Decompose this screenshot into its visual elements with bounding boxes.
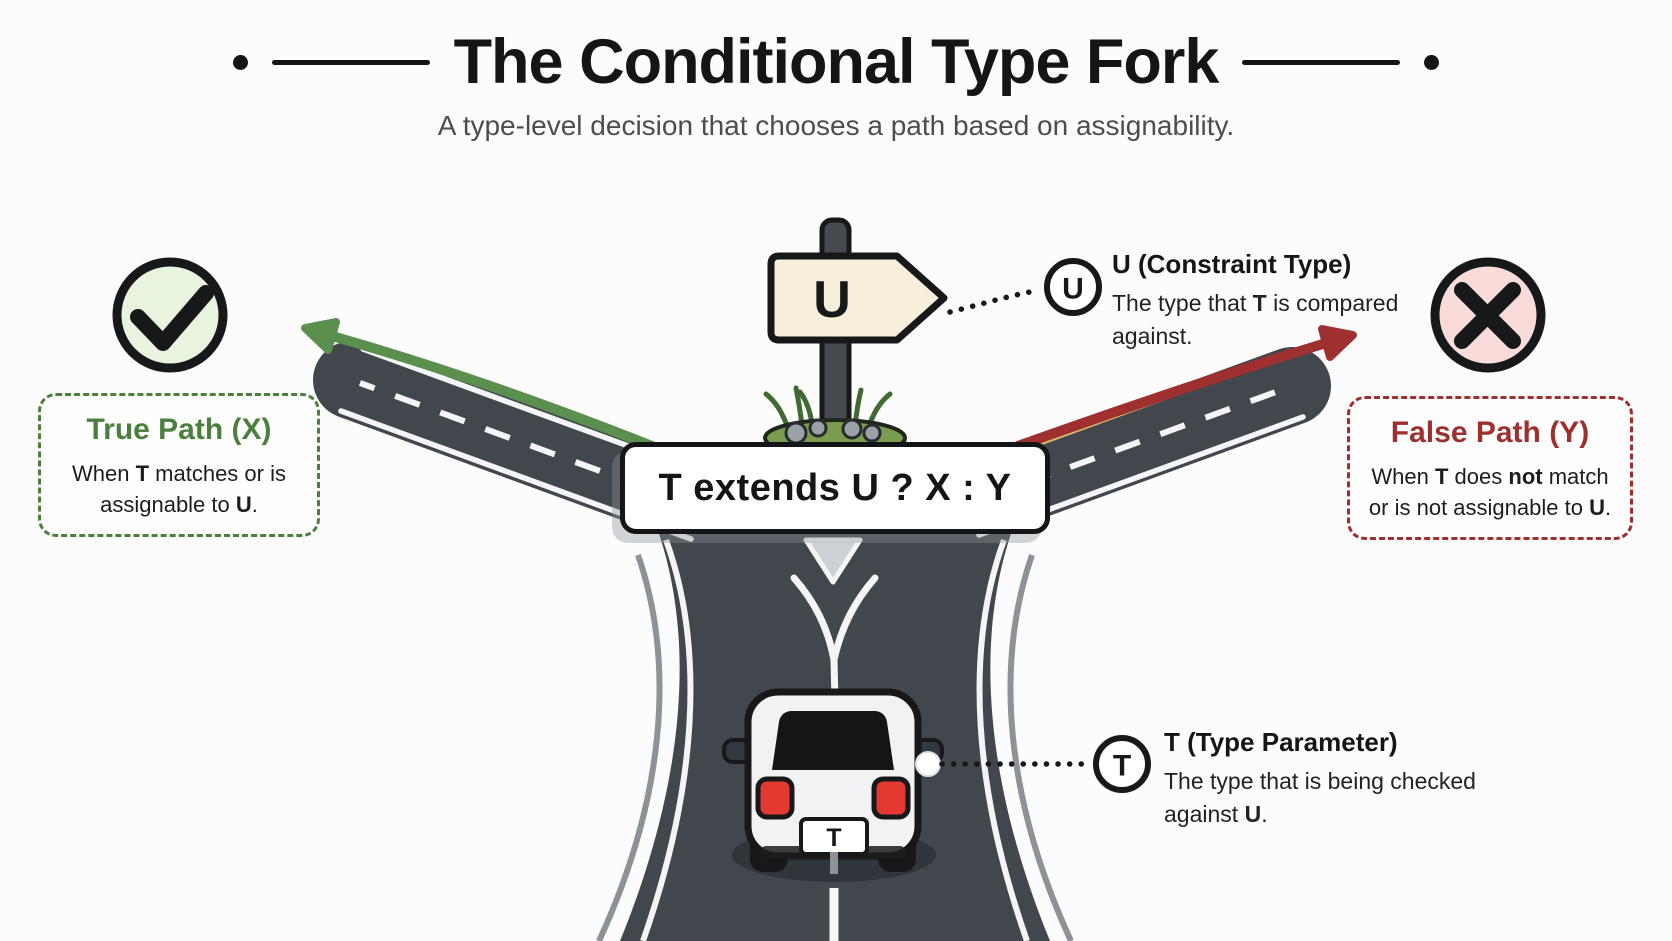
true-path-description: When T matches or is assignable to U.: [72, 461, 286, 518]
t-callout: T (Type Parameter) The type that is bein…: [1164, 727, 1509, 830]
check-mark: [130, 285, 214, 351]
signpost: U: [763, 217, 948, 458]
license-plate-label: T: [826, 824, 841, 852]
check-circle: [112, 257, 228, 373]
page-subtitle: A type-level decision that chooses a pat…: [437, 110, 1235, 141]
road-edge-white-left: [640, 538, 694, 941]
red-arrow-shaft: [1013, 338, 1331, 451]
u-marker-label: U: [1062, 273, 1084, 306]
car-taillight-left: [755, 776, 795, 820]
formula-box: T extends U ? X : Y: [620, 442, 1050, 534]
u-connector-dotted-line: [947, 287, 1043, 315]
false-path-panel: False Path (Y) When T does not match or …: [1347, 396, 1633, 541]
title-right-dot: [1424, 54, 1440, 70]
t-marker: T: [1093, 735, 1151, 793]
u-callout-heading: U (Constraint Type): [1112, 249, 1352, 279]
u-marker-circle: [1044, 258, 1102, 316]
road-edge-white-right: [976, 538, 1030, 941]
sign-plate: [767, 252, 948, 344]
check-icon: [112, 257, 228, 373]
true-path-panel: True Path (X) When T matches or is assig…: [38, 393, 320, 538]
t-marker-label: T: [1113, 750, 1131, 783]
green-arrow-shaft: [327, 331, 657, 451]
page-title: The Conditional Type Fork: [453, 27, 1220, 97]
u-marker: U: [1044, 258, 1102, 316]
title-row: The Conditional Type Fork: [232, 26, 1440, 98]
t-callout-heading: T (Type Parameter): [1164, 727, 1398, 757]
car-taillight-right: [871, 776, 911, 820]
t-marker-circle: [1093, 735, 1151, 793]
road-chevron-marking: [803, 537, 863, 585]
red-arrow-icon: [1013, 325, 1357, 451]
title-right-rule: [1242, 59, 1401, 65]
red-arrow-head: [1318, 325, 1357, 361]
center-line-right-branch: [830, 574, 879, 664]
green-arrow-head: [301, 318, 340, 354]
false-path-description: When T does not match or is not assignab…: [1368, 464, 1612, 521]
car: T: [722, 688, 944, 882]
connector-start-dot: [915, 751, 941, 777]
cross-mark: [1454, 282, 1521, 349]
road-edge-gray-right: [1007, 554, 1074, 941]
sign-label: U: [813, 271, 851, 329]
center-line-left-branch: [790, 574, 838, 664]
u-callout-body: The type that T is compared against.: [1112, 290, 1399, 349]
green-arrow-icon: [301, 318, 657, 451]
t-callout-body: The type that is being checked against U…: [1164, 768, 1476, 827]
road-edge-gray-left: [596, 554, 663, 941]
true-path-title: True Path (X): [86, 413, 272, 446]
cross-icon: [1430, 257, 1546, 373]
title-left-dot: [232, 54, 248, 70]
u-callout: U (Constraint Type) The type that T is c…: [1112, 249, 1434, 352]
header: The Conditional Type Fork A type-level d…: [0, 26, 1672, 142]
rocks: [784, 418, 882, 445]
title-left-rule: [271, 59, 430, 65]
false-path-title: False Path (Y): [1390, 416, 1590, 449]
formula-text: T extends U ? X : Y: [658, 466, 1012, 509]
car-rear-window: [772, 711, 894, 770]
